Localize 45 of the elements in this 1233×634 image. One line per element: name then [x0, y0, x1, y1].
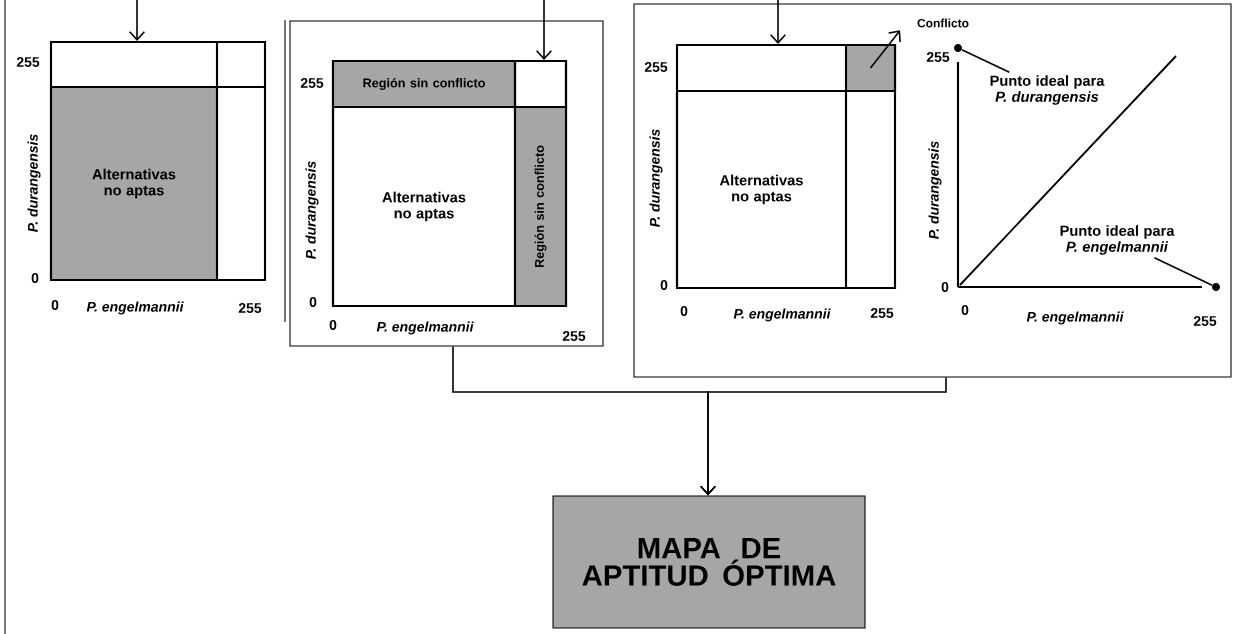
tick-label: 0 — [961, 305, 969, 315]
axis-label: P. engelmannii — [1026, 311, 1124, 325]
shaded-band: Región sin conflicto — [331, 59, 517, 109]
point-marker — [954, 44, 962, 52]
conflict-cell — [844, 43, 897, 93]
arrow — [869, 30, 901, 69]
result-box: MAPA DE APTITUD ÓPTIMA — [552, 495, 866, 629]
axis-label: P. engelmannii — [86, 301, 184, 315]
callout-text: Conflicto — [917, 18, 969, 28]
axis-label: P. durangensis — [649, 129, 663, 227]
chart-grid — [675, 43, 897, 290]
shaded-region: Alternativas no aptas — [49, 85, 219, 282]
tick-label: 0 — [660, 280, 668, 290]
arrow — [128, 0, 146, 41]
axis-label: P. engelmannii — [376, 321, 474, 335]
tick-label: 0 — [680, 306, 688, 316]
arrow — [769, 0, 787, 44]
tick-label: 255 — [300, 78, 324, 88]
callout-text: Punto ideal para P. durangensis — [990, 75, 1105, 105]
tick-label: 0 — [309, 297, 317, 307]
axis-label: P. durangensis — [305, 161, 319, 259]
tick-label: 0 — [31, 273, 39, 283]
panel-frame — [633, 3, 1232, 378]
shaded-band: Región sin conflicto — [513, 105, 568, 308]
axis-label: P. durangensis — [928, 141, 942, 239]
tick-label: 255 — [644, 62, 668, 72]
arrow — [699, 376, 947, 496]
tick-label: 255 — [870, 308, 894, 318]
axis-label: P. engelmannii — [733, 308, 831, 322]
tick-label: 255 — [16, 57, 40, 67]
leader-line — [1153, 256, 1213, 286]
callout-text: Punto ideal para P. engelmannii — [1060, 225, 1175, 255]
tick-label: 255 — [1193, 316, 1217, 326]
tick-label: 255 — [562, 331, 586, 341]
tick-label: 255 — [238, 303, 262, 313]
point-marker — [1212, 283, 1220, 291]
tick-label: 0 — [329, 320, 337, 330]
corner-cell — [513, 59, 568, 109]
panel-frame — [289, 20, 604, 347]
tick-label: 0 — [51, 300, 59, 310]
region-box: Alternativas no aptas — [675, 89, 848, 290]
tick-label: 0 — [941, 282, 949, 292]
tick-label: 255 — [926, 52, 950, 62]
arrow — [535, 0, 553, 60]
leader-line — [961, 49, 1011, 74]
